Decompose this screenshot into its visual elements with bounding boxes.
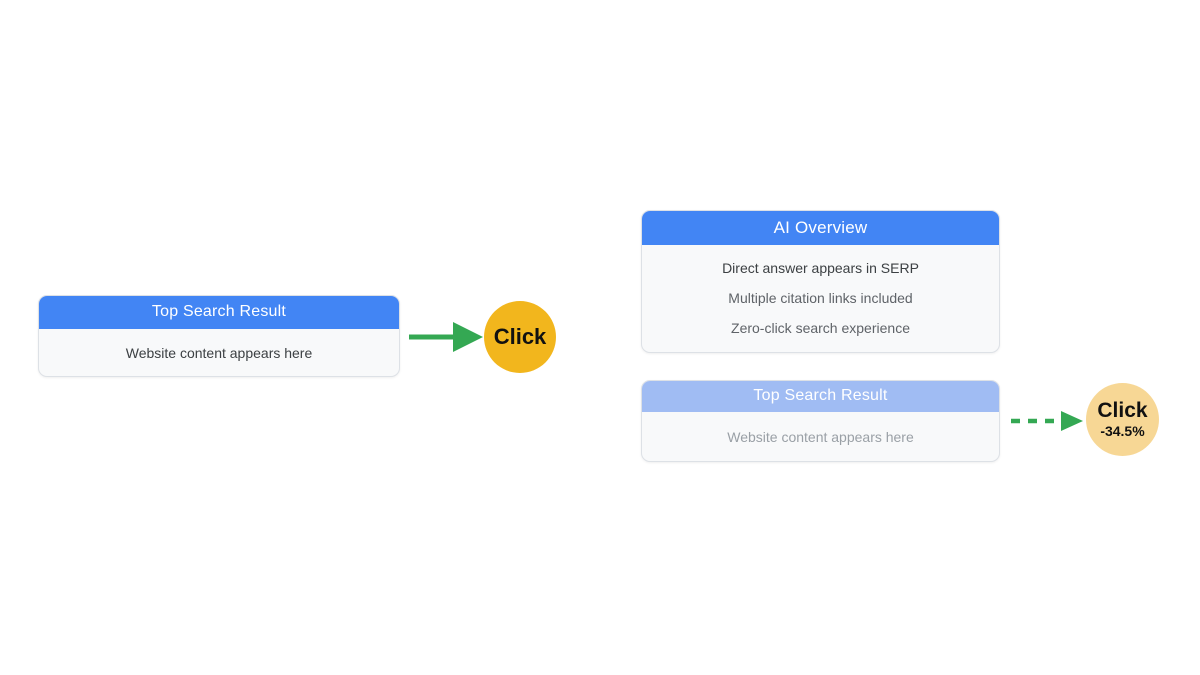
click-badge-faded: Click -34.5% xyxy=(1086,383,1159,456)
traditional-result-header: Top Search Result xyxy=(39,296,399,329)
dashed-arrow-icon xyxy=(1011,411,1083,431)
click-badge-faded-label: Click xyxy=(1097,399,1148,423)
demoted-result-card: Top Search Result Website content appear… xyxy=(641,380,1000,462)
ai-overview-body: Direct answer appears in SERP Multiple c… xyxy=(642,245,999,351)
solid-arrow-icon xyxy=(409,322,483,352)
ai-overview-line: Zero-click search experience xyxy=(731,320,910,336)
click-badge: Click xyxy=(484,301,556,373)
traditional-result-body: Website content appears here xyxy=(125,345,313,361)
click-badge-label: Click xyxy=(493,324,547,349)
ai-overview-line: Multiple citation links included xyxy=(728,290,913,306)
demoted-result-body: Website content appears here xyxy=(727,429,914,445)
click-delta-value: -34.5% xyxy=(1100,423,1145,440)
ai-overview-line: Direct answer appears in SERP xyxy=(722,260,919,276)
ai-overview-card: AI Overview Direct answer appears in SER… xyxy=(641,210,1000,353)
demoted-result-header: Top Search Result xyxy=(642,381,999,412)
ai-overview-header: AI Overview xyxy=(642,211,999,245)
traditional-result-card: Top Search Result Website content appear… xyxy=(38,295,400,377)
